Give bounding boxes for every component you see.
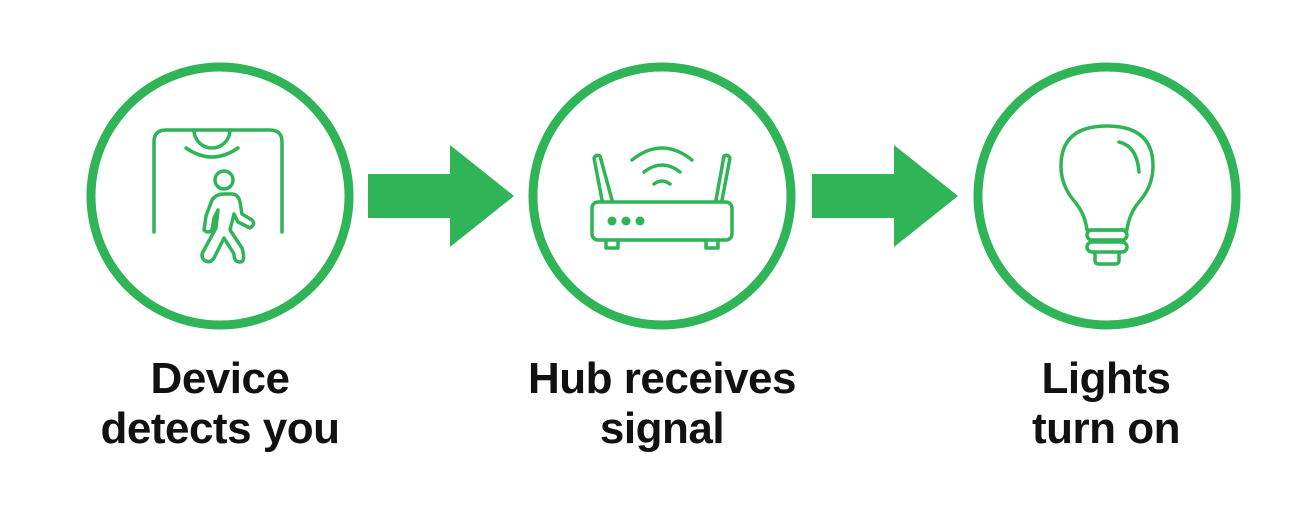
light-bulb-icon bbox=[973, 62, 1241, 330]
step-2-label-line2: signal bbox=[599, 404, 725, 453]
step-1-label: Device detects you bbox=[60, 354, 380, 454]
step-3-label-line2: turn on bbox=[1031, 404, 1181, 453]
step-2-label: Hub receives signal bbox=[502, 354, 822, 454]
step-3-circle bbox=[973, 62, 1241, 330]
step-1-label-line1: Device bbox=[150, 354, 290, 403]
step-2-label-line1: Hub receives bbox=[528, 354, 796, 403]
arrow-right-icon bbox=[810, 144, 960, 248]
step-2-circle bbox=[528, 62, 796, 330]
arrow-right-icon bbox=[366, 144, 516, 248]
wifi-router-icon bbox=[528, 62, 796, 330]
step-3-label-line1: Lights bbox=[1041, 354, 1171, 403]
step-1-circle bbox=[86, 62, 354, 330]
step-3-label: Lights turn on bbox=[946, 354, 1266, 454]
step-1-label-line2: detects you bbox=[100, 404, 340, 453]
motion-sensor-icon bbox=[86, 62, 354, 330]
